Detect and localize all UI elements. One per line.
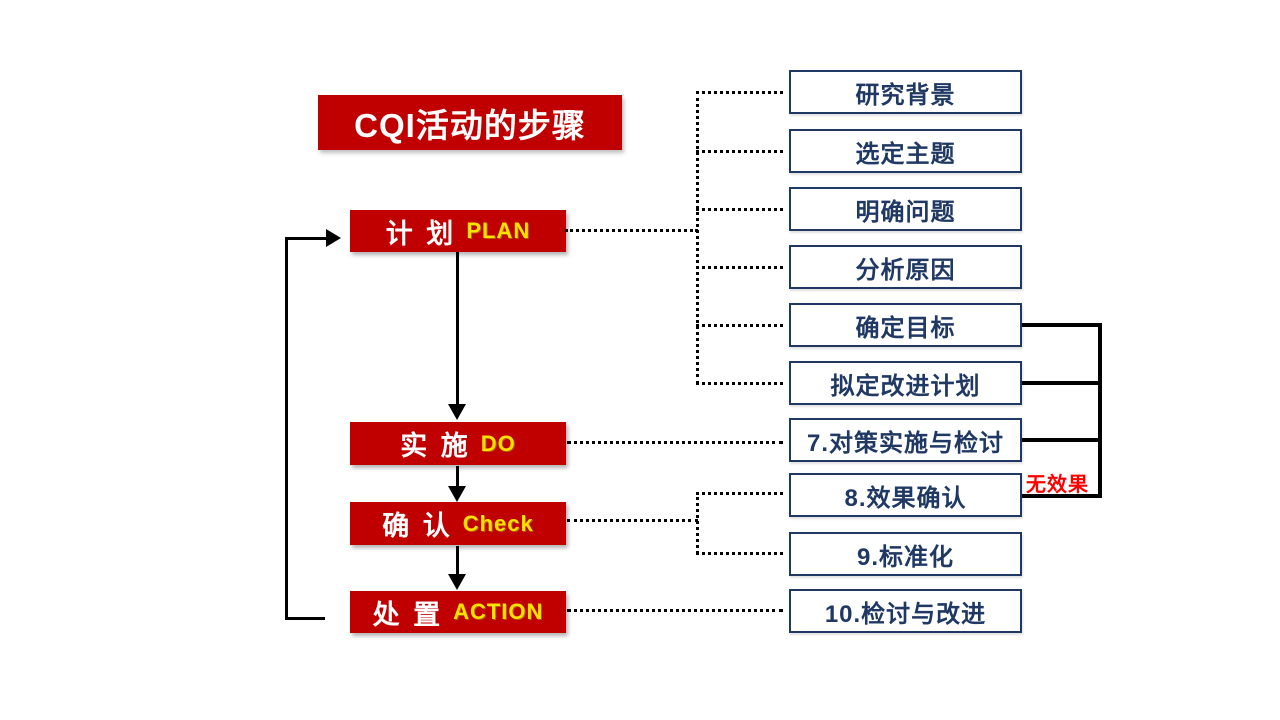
action-zh-label: 处 置 (372, 599, 444, 630)
arrow-check-action-icon (448, 574, 466, 590)
arrow-plan-do-icon (448, 404, 466, 420)
pdca-box-do: 实 施 DO (350, 422, 566, 465)
left-loop-top-line (285, 237, 327, 240)
step-box-set-goal: 确定目标 (789, 303, 1022, 347)
right-loop-line-goal (1022, 323, 1102, 327)
arrow-do-check-icon (448, 486, 466, 502)
right-loop-trunk (1098, 323, 1102, 498)
step-label: 7.对策实施与检讨 (806, 429, 1004, 457)
step-label: 研究背景 (855, 81, 956, 109)
pdca-box-plan: 计 划 PLAN (350, 210, 566, 252)
step-box-select-topic: 选定主题 (789, 129, 1022, 173)
left-loop-bottom-line (285, 617, 325, 620)
no-effect-label: 无效果 (1026, 474, 1089, 496)
check-zh-label: 确 认 (382, 511, 453, 541)
plan-zh-label: 计 划 (385, 218, 457, 249)
plan-en-label: PLAN (466, 218, 531, 243)
right-loop-line-effect (1022, 494, 1102, 498)
plan-dotted-trunk (696, 91, 699, 384)
check-dotted-stem (567, 519, 698, 522)
plan-dotted-stem (565, 229, 698, 232)
check-dotted-branch-9 (696, 552, 783, 555)
step-label: 选定主题 (855, 140, 956, 168)
step-label: 明确问题 (855, 198, 956, 226)
step-label: 10.检讨与改进 (824, 600, 987, 628)
page-title: CQI活动的步骤 (318, 95, 622, 150)
pdca-box-check: 确 认 Check (350, 502, 566, 545)
right-loop-line-plan (1022, 381, 1102, 385)
plan-dotted-branch-2 (696, 150, 783, 153)
step-label: 拟定改进计划 (830, 372, 981, 400)
step-box-implement-review: 7.对策实施与检讨 (789, 418, 1022, 462)
do-zh-label: 实 施 (400, 431, 471, 461)
action-en-label: ACTION (453, 599, 544, 624)
left-loop-arrowhead-icon (326, 229, 341, 247)
step-box-research-background: 研究背景 (789, 70, 1022, 114)
plan-dotted-branch-6 (696, 382, 783, 385)
flow-line-check-action (456, 546, 459, 575)
step-box-confirm-effect: 8.效果确认 (789, 473, 1022, 517)
step-label: 8.效果确认 (844, 484, 967, 512)
plan-dotted-branch-5 (696, 324, 783, 327)
step-label: 确定目标 (855, 314, 956, 342)
plan-dotted-branch-3 (696, 208, 783, 211)
check-dotted-branch-8 (696, 492, 783, 495)
step-box-review-improve: 10.检讨与改进 (789, 589, 1022, 633)
page-title-text: CQI活动的步骤 (354, 106, 586, 144)
do-dotted-line (567, 441, 783, 444)
flow-line-do-check (456, 466, 459, 487)
left-loop-trunk (285, 237, 288, 620)
plan-dotted-branch-4 (696, 266, 783, 269)
check-en-label: Check (462, 510, 534, 536)
action-dotted-line (567, 609, 783, 612)
step-box-draft-plan: 拟定改进计划 (789, 361, 1022, 405)
step-label: 分析原因 (855, 256, 956, 284)
step-box-analyze-cause: 分析原因 (789, 245, 1022, 289)
pdca-box-action: 处 置 ACTION (350, 591, 566, 633)
right-loop-line-implement (1022, 438, 1102, 442)
do-en-label: DO (480, 430, 516, 456)
check-dotted-trunk (696, 492, 699, 554)
step-box-clarify-problem: 明确问题 (789, 187, 1022, 231)
step-label: 9.标准化 (856, 543, 954, 571)
flow-line-plan-do (456, 252, 459, 405)
step-box-standardize: 9.标准化 (789, 532, 1022, 576)
plan-dotted-branch-1 (696, 91, 783, 94)
